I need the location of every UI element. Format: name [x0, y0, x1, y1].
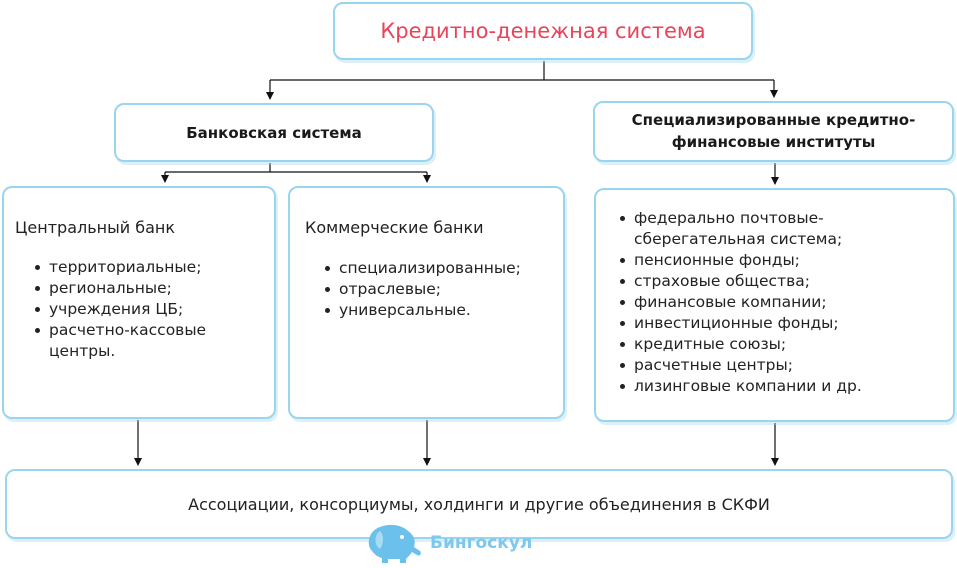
commercial-banks-title: Коммерческие банки — [305, 218, 484, 237]
root-label: Кредитно-денежная система — [380, 19, 706, 43]
commercial-banks-node: Коммерческие банки специализированные; о… — [288, 186, 565, 419]
list-item: расчетно-кассовые центры. — [35, 320, 239, 362]
commercial-banks-list: специализированные; отраслевые; универса… — [305, 258, 575, 321]
central-bank-title: Центральный банк — [15, 218, 176, 237]
list-item: кредитные союзы; — [620, 334, 920, 355]
list-item: финансовые компании; — [620, 292, 920, 313]
list-item: федерально почтовые-сберегательная систе… — [620, 208, 920, 250]
associations-node: Ассоциации, консорциумы, холдинги и друг… — [5, 469, 953, 539]
list-item: учреждения ЦБ; — [35, 299, 275, 320]
bank-system-label: Банковская система — [186, 123, 362, 142]
list-item: региональные; — [35, 278, 275, 299]
logo-text: Бингоскул — [430, 533, 533, 553]
list-item: территориальные; — [35, 257, 275, 278]
specialized-list-node: федерально почтовые-сберегательная систе… — [594, 188, 955, 422]
list-item: страховые общества; — [620, 271, 920, 292]
bank-system-node: Банковская система — [114, 103, 434, 162]
list-item: лизинговые компании и др. — [620, 376, 920, 397]
central-bank-node: Центральный банк территориальные; регион… — [2, 186, 276, 419]
list-item: инвестиционные фонды; — [620, 313, 920, 334]
list-item: расчетные центры; — [620, 355, 920, 376]
associations-label: Ассоциации, консорциумы, холдинги и друг… — [188, 494, 770, 514]
list-item: пенсионные фонды; — [620, 250, 920, 271]
specialized-label-line1: Специализированные кредитно- — [631, 110, 916, 129]
elephant-icon — [368, 524, 421, 563]
list-item: универсальные. — [325, 300, 575, 321]
list-item: специализированные; — [325, 258, 575, 279]
central-bank-list: территориальные; региональные; учреждени… — [15, 257, 275, 362]
logo: Бингоскул — [362, 521, 532, 565]
specialized-institutions-node: Специализированные кредитно- финансовые … — [593, 101, 954, 162]
specialized-list: федерально почтовые-сберегательная систе… — [600, 208, 920, 397]
list-item: отраслевые; — [325, 279, 575, 300]
specialized-label-line2: финансовые институты — [671, 132, 876, 151]
root-node: Кредитно-денежная система — [333, 2, 753, 60]
